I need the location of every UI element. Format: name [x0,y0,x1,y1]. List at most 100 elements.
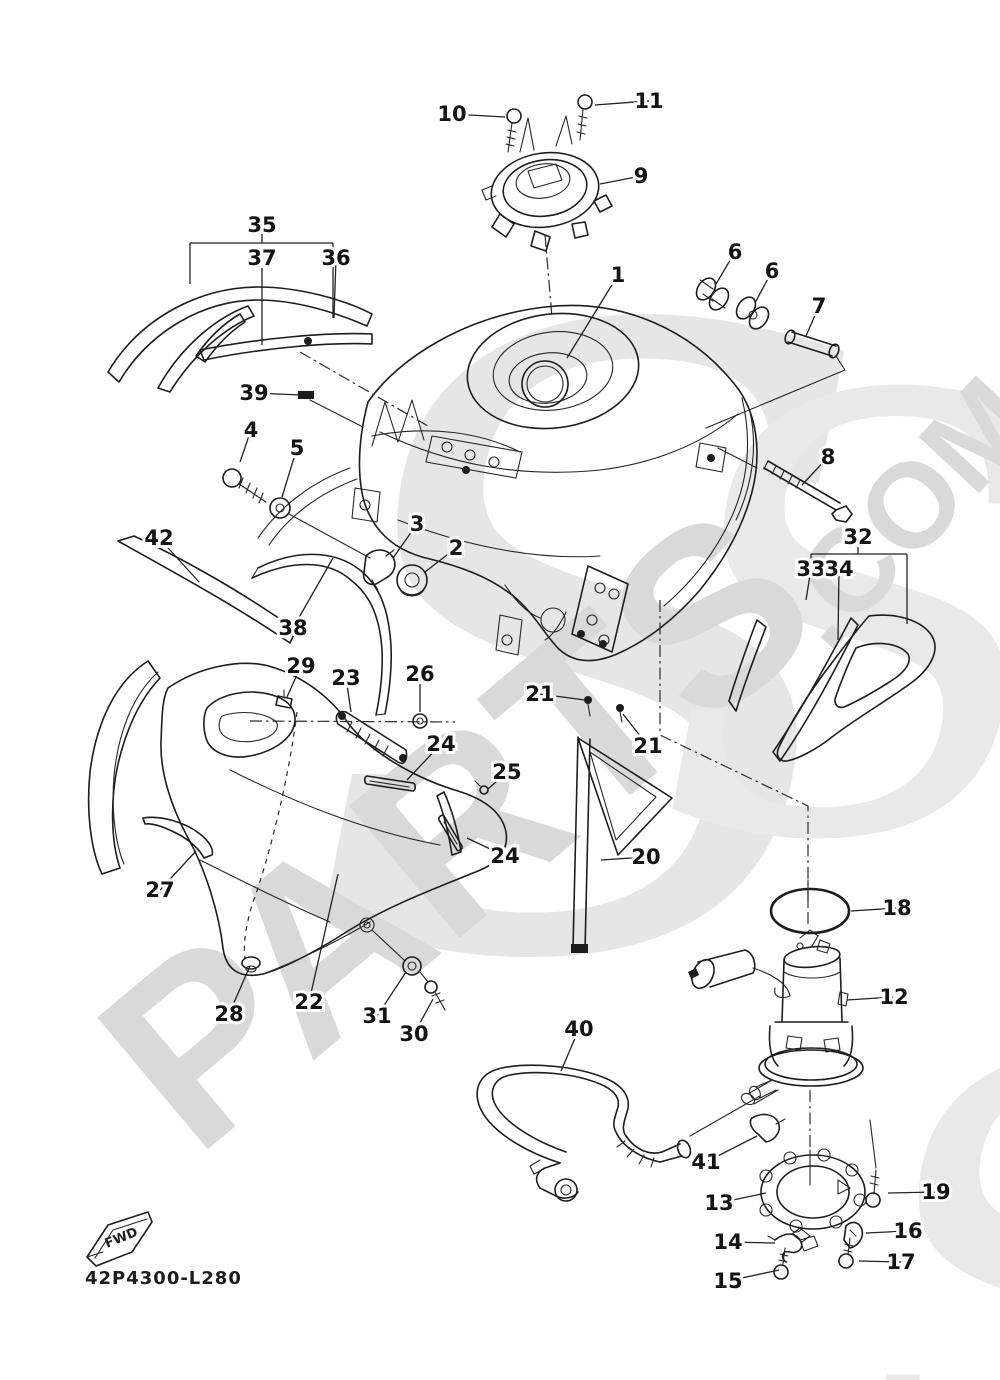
part-number-label: 26 [405,662,434,686]
callout-leader-line [846,996,895,1001]
screw-25 [474,780,489,795]
part-callout-32: 32 [840,522,875,552]
bracket-23 [335,710,408,765]
part-number-label: 35 [247,213,276,237]
callout-leader-line [727,1269,780,1282]
part-number-label: 36 [321,246,350,270]
part-callout-35: 35 [244,210,279,240]
part-number-label: 34 [824,557,853,581]
part-number-label: 1 [611,263,626,287]
callout-leader-line [805,305,820,337]
part-callout-1: 1 [566,260,628,359]
fwd-indicator: FWD [86,1211,153,1267]
tank-mount-hardware [222,468,428,597]
part-number-label: 40 [564,1017,593,1041]
callout-leader-line [292,557,334,629]
hose-connector [529,1159,579,1202]
bolt-17 [838,1237,854,1269]
part-number-label: 3 [410,512,425,536]
callout-leader-line [600,856,647,861]
part-number-label: 8 [821,445,836,469]
part-number-label: 33 [796,557,825,581]
cover-left-wing [87,660,161,875]
alignment-line [717,447,758,469]
cushion-strip-24a [363,775,417,792]
part-callout-33: 33 [793,554,829,601]
part-callout-6: 6 [754,256,782,304]
callout-leader-line [858,1260,902,1263]
part-number-label: 29 [286,654,315,678]
part-callout-3: 3 [392,509,427,559]
part-callout-14: 14 [710,1227,776,1257]
callout-leader-line [228,965,251,1015]
callout-leader-line [850,907,898,912]
part-callout-12: 12 [846,982,912,1012]
watermark-logo-s-icon: S [850,938,1000,1380]
washer-5 [269,497,371,559]
part-number-label: 37 [247,246,276,270]
callout-leader-line [487,771,508,790]
callout-bracket-35 [189,234,334,318]
watermark-logo-s-icon: S [300,157,882,1146]
part-number-label: 31 [362,1004,391,1028]
bolt-19 [865,1169,881,1208]
damper-6a [695,277,730,311]
fuel-pump-assembly [688,879,864,1150]
callout-leader-line [451,113,506,118]
part-number-label: 5 [290,436,305,460]
callout-leader-line [560,1028,580,1072]
callout-leader-line [392,523,418,559]
part-callout-2: 2 [424,533,466,573]
callout-leader-line [333,257,337,319]
callout-leader-line [159,850,197,891]
tank-right-mount-tab [695,442,727,473]
part-callout-24: 24 [466,837,523,871]
screw-30 [424,980,446,1011]
part-number-label: 17 [886,1250,915,1274]
part-callout-10: 10 [434,99,506,129]
part-callout-40: 40 [560,1014,597,1072]
part-callout-28: 28 [211,965,251,1029]
bolt-15 [773,1247,789,1280]
callout-leader-line [754,270,773,304]
part-callout-29: 29 [283,651,319,698]
part-number-label: 32 [843,525,872,549]
part-callout-8: 8 [801,442,838,486]
tank-left-rear-tab [495,614,523,656]
pump-canister [688,949,791,999]
callout-leader-line [253,392,302,396]
alignment-line [689,1095,761,1137]
callout-leader-line [705,1135,758,1163]
part-number-label: 11 [634,89,663,113]
pump-retainer-13 [759,1148,867,1243]
watermark: S S S PARTS .COM [50,157,1000,1380]
strip-rivet-39 [298,391,364,428]
stay-bolt-21a [584,696,592,717]
trim-strip-42 [117,535,297,644]
part-number-label: 4 [244,418,259,442]
part-number-label: 21 [525,682,554,706]
part-number-label: 28 [214,1002,243,1026]
callout-leader-line [466,837,506,857]
callout-leader-line [281,447,298,498]
fuel-hose-40 [476,1064,692,1202]
part-callout-41: 41 [688,1135,758,1177]
cover-side-strip [436,791,462,856]
callout-leader-line [566,274,619,359]
part-callout-16: 16 [865,1216,926,1246]
damper-6b [735,296,770,330]
center-axis-line [659,600,809,928]
cushion-strip-24b [438,814,463,852]
part-number-label: 24 [490,844,519,868]
part-callout-30: 30 [396,998,434,1049]
part-number-label: 2 [449,536,464,560]
part-number-label: 6 [728,240,743,264]
part-callout-31: 31 [359,971,407,1031]
part-number-label: 21 [633,734,662,758]
part-callout-34: 34 [821,554,857,641]
bolt-4 [222,468,267,504]
callout-leader-line [801,456,829,486]
callout-leader-line [599,175,642,185]
callout-leader-line [718,1192,767,1204]
